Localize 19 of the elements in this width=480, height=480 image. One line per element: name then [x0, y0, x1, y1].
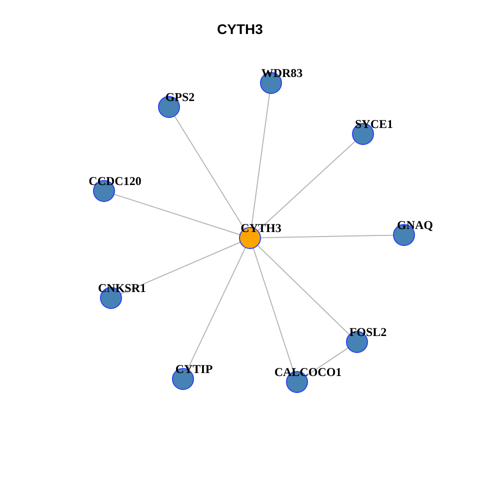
edge-line	[257, 245, 350, 335]
node-label: GNAQ	[397, 219, 433, 231]
node-label: CYTIP	[175, 363, 213, 375]
node-label: SYCE1	[355, 118, 393, 130]
edge-line	[114, 194, 240, 236]
node-label: FOSL2	[349, 326, 387, 338]
node-label: CNKSR1	[98, 282, 146, 294]
node-label: CCDC120	[88, 175, 142, 187]
chart-title: CYTH3	[217, 22, 263, 36]
node-label: CALCOCO1	[274, 366, 342, 378]
edge-line	[258, 140, 356, 232]
edge-line	[120, 242, 240, 294]
edge-line	[306, 348, 348, 376]
edge-line	[174, 116, 245, 230]
node-label: WDR83	[261, 67, 303, 79]
node-label: GPS2	[165, 91, 195, 103]
node-label: CYTH3	[240, 222, 282, 234]
edge-line	[187, 247, 246, 370]
edge-line	[260, 234, 394, 238]
